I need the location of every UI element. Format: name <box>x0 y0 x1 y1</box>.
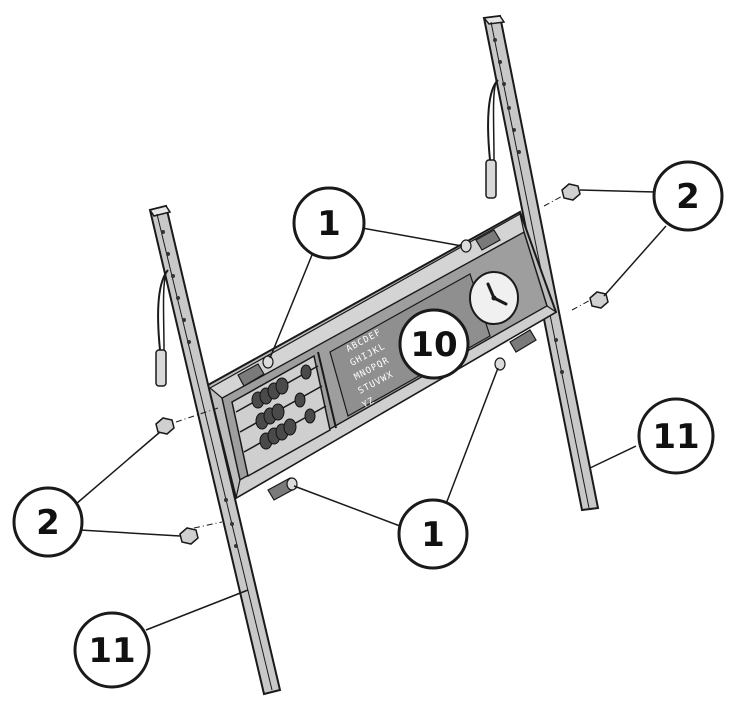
callout-right-nuts: 2 <box>652 160 724 232</box>
callout-panel: 10 <box>398 308 470 380</box>
upper-right-bolt <box>460 239 472 253</box>
lower-left-bolt <box>286 477 298 491</box>
callout-left-nuts: 2 <box>12 486 84 558</box>
callout-right-post: 11 <box>637 397 715 475</box>
lower-brackets <box>267 329 537 501</box>
leader-lines <box>75 189 667 631</box>
upper-brackets <box>237 229 501 387</box>
callout-lower-bolts: 1 <box>397 498 469 570</box>
abacus <box>231 354 331 478</box>
callout-left-post-label: 11 <box>88 631 135 671</box>
left-rope-handle <box>155 349 167 387</box>
clock <box>469 271 519 325</box>
right-lower-nut <box>589 291 609 309</box>
callout-panel-label: 10 <box>410 325 457 365</box>
nuts <box>155 183 609 545</box>
left-post-holes <box>161 230 238 548</box>
callout-left-post: 11 <box>73 611 151 689</box>
lower-right-bolt <box>494 357 506 371</box>
right-rope-handle <box>485 159 497 199</box>
abacus-beads <box>251 364 316 450</box>
left-lower-nut <box>179 527 199 545</box>
left-upper-nut <box>155 417 175 435</box>
callout-lower-bolts-label: 1 <box>421 515 445 555</box>
callout-left-nuts-label: 2 <box>36 503 60 543</box>
callout-right-nuts-label: 2 <box>676 177 700 217</box>
left-post <box>148 204 282 696</box>
callout-right-post-label: 11 <box>652 417 699 457</box>
callout-upper-bolts-label: 1 <box>317 204 341 244</box>
upper-left-bolt <box>262 355 274 369</box>
right-upper-nut <box>561 183 581 201</box>
callout-upper-bolts: 1 <box>292 186 366 260</box>
